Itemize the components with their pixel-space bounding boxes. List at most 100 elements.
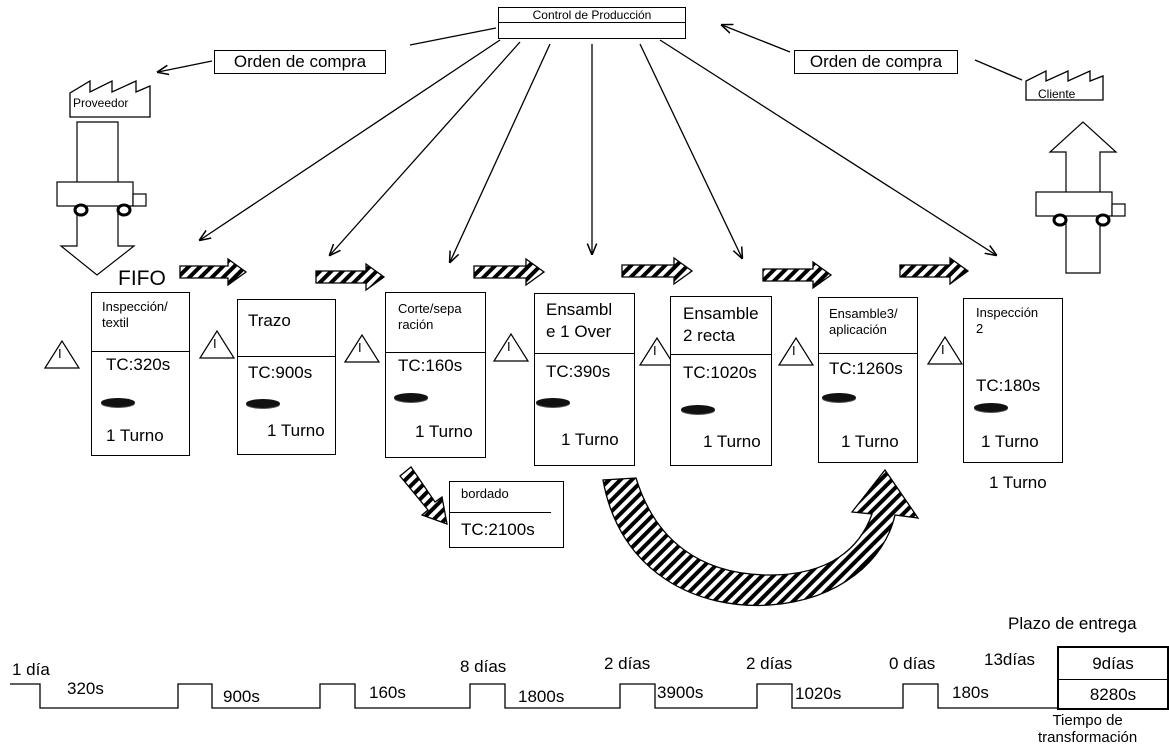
inventory-label: I [213,336,217,351]
process-shift: 1 Turno [267,421,325,440]
process-divider [386,352,485,353]
process-title: bordado [461,486,509,501]
process-box-ensamble3-aplicacion: Ensamble3/ aplicación TC:1260s 1 Turno [818,297,918,463]
process-divider [92,351,189,352]
push-arrow-icon [762,260,833,290]
process-divider [819,353,917,354]
process-shift: 1 Turno [841,432,899,451]
timeline-process-time: 900s [223,687,260,706]
info-line-control-to-left-order [409,27,497,46]
push-arrow-icon [315,262,386,292]
inventory-triangle-icon [43,339,81,369]
process-cycle-time: TC:320s [106,355,171,374]
process-cycle-time: TC:390s [546,362,611,381]
operator-icon [101,398,135,407]
info-flow-lines [158,25,1023,262]
inventory-triangle-icon [492,332,530,362]
process-title: Corte/sepa ración [398,301,462,332]
operator-icon [536,398,570,407]
process-box-bordado: bordado TC:2100s [449,481,564,548]
timeline-wait-label: 8 días [460,657,507,676]
process-cycle-time: TC:180s [976,376,1041,395]
process-box-ensamble-2-recta: Ensamble 2 recta TC:1020s 1 Turno [670,296,772,466]
inventory-triangle-icon [198,329,236,359]
inventory-label: I [941,342,945,357]
fifo-label: FIFO [118,267,166,290]
process-divider [535,353,634,354]
process-box-inspeccion-textil: Inspección/ textil TC:320s 1 Turno [91,292,190,456]
process-cycle-time: TC:160s [398,356,463,375]
operator-icon [681,405,715,414]
timeline-process-time: 1800s [518,687,565,706]
process-box-trazo: Trazo TC:900s 1 Turno [237,299,336,455]
process-title: Ensamble3/ aplicación [829,306,898,337]
process-shift-extra: 1 Turno [989,473,1047,492]
process-title: Ensambl e 1 Over [546,300,613,341]
process-title: Ensamble 2 recta [683,304,759,345]
production-control-title: Control de Producción [499,8,685,23]
inventory-label: I [653,343,657,358]
lead-time-summary-box: 9días 8280s [1057,646,1169,710]
push-arrow-icon [179,257,248,287]
timeline-process-time: 160s [369,683,406,702]
process-box-ensamble-1-over: Ensambl e 1 Over TC:390s 1 Turno [534,293,635,466]
timeline-wait-label: 13días [984,650,1036,669]
process-divider [450,512,551,513]
process-title: Inspección 2 [976,305,1039,336]
supplier-factory-icon [69,79,151,118]
supplier-truck-icon [56,181,147,217]
process-cycle-time: TC:2100s [461,520,535,539]
process-box-corte-separacion: Corte/sepa ración TC:160s 1 Turno [385,292,486,458]
lead-time-title: Plazo de entrega [1008,614,1137,633]
process-divider [671,354,771,355]
timeline-process-time: 3900s [657,683,704,702]
process-shift: 1 Turno [703,432,761,451]
process-shift: 1 Turno [106,426,164,445]
operator-icon [246,399,280,408]
inventory-triangle-icon [777,336,815,366]
customer-truck-icon [1035,191,1126,227]
supplier-label: Proveedor [73,96,129,110]
process-title: Inspección/ textil [102,299,168,330]
processing-time-title: Tiempo de transformación [1038,712,1138,746]
inventory-label: I [58,346,62,361]
inventory-triangle-icon [343,333,381,363]
inventory-label: I [792,343,796,358]
timeline-wait-label: 2 días [604,654,651,673]
operator-icon [974,403,1008,412]
process-cycle-time: TC:1020s [683,363,757,382]
lead-time-value: 9días [1059,648,1167,680]
process-cycle-time: TC:1260s [829,359,903,378]
timeline-process-time: 180s [952,683,989,702]
timeline-process-time: 320s [67,679,104,698]
info-arrow-to-p1 [200,39,501,240]
process-cycle-time: TC:900s [248,363,313,382]
process-shift: 1 Turno [981,432,1039,451]
process-title: Trazo [248,311,291,330]
timeline-wait-label: 1 día [12,660,50,679]
processing-time-value: 8280s [1089,685,1137,704]
production-control-box: Control de Producción [498,7,686,39]
purchase-order-right: Orden de compra [794,50,958,74]
rework-curved-arrow-icon [602,468,920,607]
operator-icon [822,393,856,402]
timeline-line [10,683,1057,709]
info-arrow-to-p3 [450,43,551,262]
process-divider [238,356,335,357]
customer-label: Cliente [1038,87,1076,101]
process-box-inspeccion-2: Inspección 2 TC:180s 1 Turno [963,298,1063,463]
info-arrow-to-p5 [639,43,742,258]
info-arrow-to-supplier [158,60,213,72]
push-arrow-icon [621,256,694,286]
timeline-wait-label: 0 días [889,654,936,673]
inventory-label: I [358,340,362,355]
inventory-triangle-icon [638,336,676,366]
push-arrow-to-bordado-icon [399,466,448,525]
process-shift: 1 Turno [561,430,619,449]
operator-icon [394,393,428,402]
info-arrow-to-p7 [659,39,996,255]
timeline-process-time: 1020s [795,684,842,703]
process-shift: 1 Turno [415,422,473,441]
info-arrow-to-p2 [330,41,521,255]
